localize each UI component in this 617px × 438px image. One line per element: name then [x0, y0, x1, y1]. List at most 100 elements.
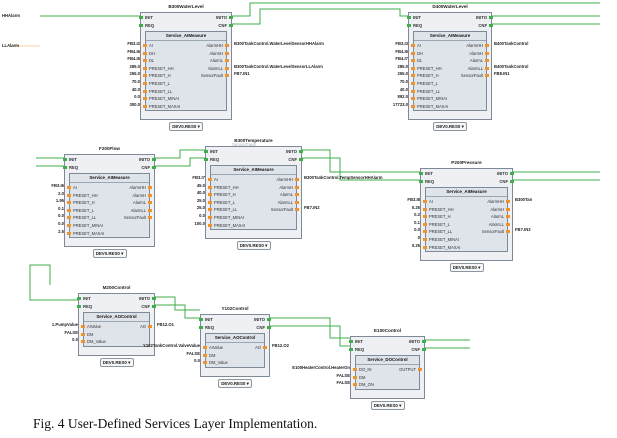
event-input-pin[interactable]	[419, 180, 423, 183]
data-output-pin[interactable]	[485, 66, 489, 70]
event-input-pin[interactable]	[349, 348, 353, 351]
data-input-pin[interactable]	[423, 222, 427, 226]
event-input-pin[interactable]	[63, 158, 67, 161]
data-input-pin[interactable]	[208, 193, 212, 197]
event-input-pin[interactable]	[63, 166, 67, 169]
data-output-pin[interactable]	[506, 215, 510, 219]
resource-selector[interactable]: DEV0.RES0 ▾	[99, 357, 134, 367]
event-input-pin[interactable]	[199, 318, 203, 321]
resource-selector[interactable]: DEV0.RES0 ▾	[236, 241, 271, 251]
event-output-pin[interactable]	[152, 305, 156, 308]
data-input-pin[interactable]	[203, 353, 207, 357]
data-output-pin[interactable]	[506, 200, 510, 203]
data-input-pin[interactable]	[67, 216, 71, 220]
data-input-pin[interactable]	[67, 193, 71, 197]
data-output-pin[interactable]	[225, 44, 229, 47]
resource-selector[interactable]: DEV0.RES0 ▾	[92, 249, 127, 259]
event-output-pin[interactable]	[489, 24, 493, 27]
event-output-pin[interactable]	[152, 158, 156, 161]
data-input-pin[interactable]	[81, 340, 85, 344]
data-input-pin[interactable]	[423, 215, 427, 219]
data-output-pin[interactable]	[485, 44, 489, 47]
data-input-pin[interactable]	[423, 207, 427, 211]
data-output-pin[interactable]	[148, 201, 152, 205]
event-input-pin[interactable]	[407, 16, 411, 19]
data-input-pin[interactable]	[143, 51, 147, 55]
event-input-pin[interactable]	[77, 305, 81, 308]
event-output-pin[interactable]	[229, 16, 233, 19]
event-input-pin[interactable]	[204, 150, 208, 153]
resource-selector[interactable]: DEV0.RES0 ▾	[218, 378, 252, 388]
data-output-pin[interactable]	[225, 66, 229, 70]
data-output-pin[interactable]	[485, 59, 489, 63]
data-input-pin[interactable]	[67, 231, 71, 235]
data-input-pin[interactable]	[67, 208, 71, 212]
data-output-pin[interactable]	[295, 193, 299, 197]
data-input-pin[interactable]	[411, 89, 415, 93]
data-input-pin[interactable]	[411, 44, 415, 47]
event-input-pin[interactable]	[407, 24, 411, 27]
data-input-pin[interactable]	[143, 66, 147, 70]
data-output-pin[interactable]	[506, 230, 510, 234]
data-output-pin[interactable]	[418, 368, 422, 371]
data-input-pin[interactable]	[143, 97, 147, 101]
data-input-pin[interactable]	[67, 224, 71, 227]
data-input-pin[interactable]	[411, 66, 415, 70]
data-input-pin[interactable]	[143, 59, 147, 63]
data-output-pin[interactable]	[295, 185, 299, 189]
event-input-pin[interactable]	[199, 326, 203, 329]
data-input-pin[interactable]	[81, 325, 85, 328]
data-output-pin[interactable]	[485, 51, 489, 55]
data-output-pin[interactable]	[148, 186, 152, 189]
data-input-pin[interactable]	[143, 89, 147, 93]
data-output-pin[interactable]	[295, 200, 299, 204]
event-output-pin[interactable]	[422, 348, 426, 351]
resource-selector[interactable]: DEV0.RES0 ▾	[370, 400, 405, 410]
data-output-pin[interactable]	[295, 178, 299, 181]
event-output-pin[interactable]	[152, 297, 156, 300]
data-output-pin[interactable]	[148, 325, 152, 328]
data-input-pin[interactable]	[208, 216, 212, 219]
data-output-pin[interactable]	[263, 346, 267, 349]
resource-selector[interactable]: DEV0.RES0 ▾	[449, 263, 484, 273]
data-input-pin[interactable]	[423, 230, 427, 234]
data-output-pin[interactable]	[148, 208, 152, 212]
data-input-pin[interactable]	[423, 238, 427, 241]
data-input-pin[interactable]	[208, 208, 212, 212]
data-input-pin[interactable]	[143, 44, 147, 47]
data-input-pin[interactable]	[67, 186, 71, 189]
event-input-pin[interactable]	[139, 24, 143, 27]
data-output-pin[interactable]	[225, 59, 229, 63]
data-input-pin[interactable]	[67, 201, 71, 205]
data-input-pin[interactable]	[411, 104, 415, 108]
data-input-pin[interactable]	[353, 375, 357, 379]
event-output-pin[interactable]	[299, 150, 303, 153]
data-input-pin[interactable]	[208, 223, 212, 227]
data-input-pin[interactable]	[81, 332, 85, 336]
data-input-pin[interactable]	[208, 200, 212, 204]
event-output-pin[interactable]	[422, 340, 426, 343]
data-output-pin[interactable]	[148, 193, 152, 197]
event-output-pin[interactable]	[489, 16, 493, 19]
data-output-pin[interactable]	[295, 208, 299, 212]
event-input-pin[interactable]	[139, 16, 143, 19]
data-input-pin[interactable]	[411, 74, 415, 78]
data-input-pin[interactable]	[411, 51, 415, 55]
event-output-pin[interactable]	[267, 318, 271, 321]
data-input-pin[interactable]	[353, 383, 357, 387]
data-input-pin[interactable]	[143, 74, 147, 78]
